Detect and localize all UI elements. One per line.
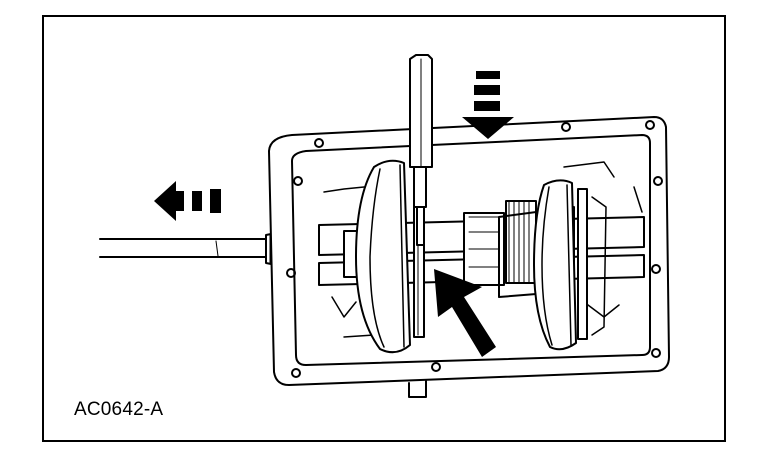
- push-arrow-icon: [154, 181, 221, 221]
- bolt-hole: [291, 368, 301, 378]
- figure-frame: AC0642-A: [42, 15, 726, 442]
- bolt-hole: [651, 348, 661, 358]
- bolt-hole: [561, 122, 571, 132]
- output-shaft: [99, 232, 281, 266]
- bolt-hole: [314, 138, 324, 148]
- rear-synchronizer: [533, 179, 607, 351]
- transmission-illustration: [99, 54, 670, 398]
- drift-tool: [409, 54, 433, 246]
- bolt-hole: [645, 120, 655, 130]
- press-down-arrow-icon: [462, 71, 514, 139]
- bolt-hole: [653, 176, 663, 186]
- bolt-hole: [651, 264, 661, 274]
- bolt-hole: [293, 176, 303, 186]
- bolt-hole: [431, 362, 441, 372]
- bolt-hole: [286, 268, 296, 278]
- figure-code: AC0642-A: [74, 399, 164, 420]
- pry-direction-arrow-icon: [434, 269, 496, 357]
- front-synchronizer: [355, 159, 425, 354]
